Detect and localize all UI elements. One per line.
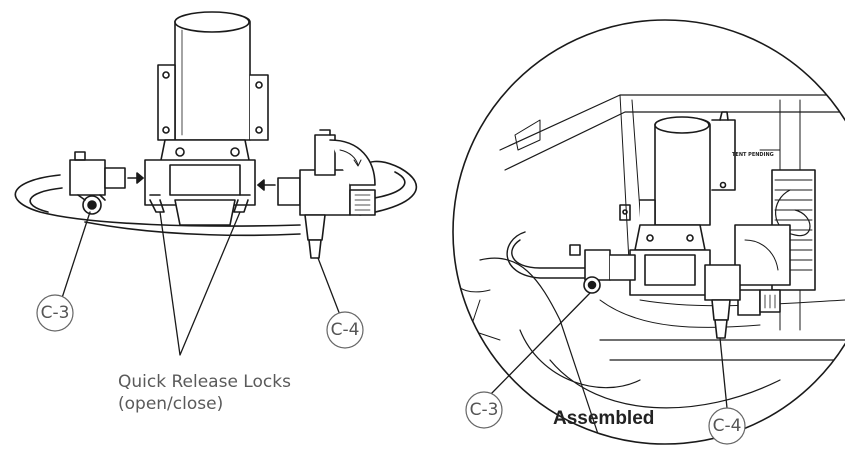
leader-c4-right: [719, 337, 728, 409]
quick-release-lock-right: [233, 199, 249, 213]
callout-c4-left: C-4: [330, 320, 360, 340]
left-pump-assembly: [14, 11, 418, 356]
leader-c3-left: [61, 211, 91, 299]
quick-release-label-line1: Quick Release Locks: [118, 372, 291, 392]
motor: [157, 11, 269, 141]
panel-label-text: TENT PENDING: [732, 152, 774, 158]
callout-circle-c4-left: [326, 311, 364, 349]
callout-circle-c4-right: [708, 407, 746, 445]
leader-c4-left: [317, 257, 341, 316]
valve-c4: [277, 129, 376, 259]
fitting-c3: [69, 151, 126, 215]
leader-quick-release: [159, 211, 241, 356]
callout-c3-left: C-3: [40, 303, 70, 323]
callout-c3-right: C-3: [469, 400, 499, 420]
leader-c3-right: [489, 292, 591, 396]
callout-circle-c3-left: [36, 294, 74, 332]
hose-loop: [14, 174, 301, 227]
quick-release-label-line2: (open/close): [118, 394, 224, 414]
callout-circle-c3-right: [465, 391, 503, 429]
right-assembled-view: [452, 19, 845, 445]
pump-head: [144, 139, 256, 226]
quick-release-label: Quick Release Locks (open/close): [118, 371, 291, 415]
assembled-caption: Assembled: [553, 408, 655, 429]
callout-c4-right: C-4: [712, 416, 742, 436]
